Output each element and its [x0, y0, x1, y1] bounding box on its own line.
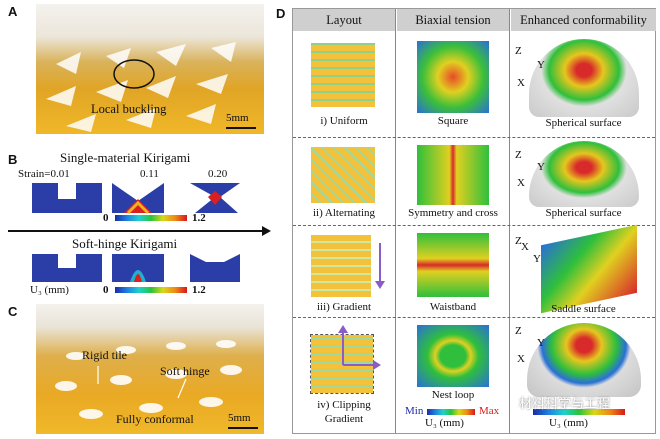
tension-waistband-image	[417, 233, 489, 297]
surface-label-1: Spherical surface	[545, 117, 622, 129]
axis-z-4: Z	[515, 325, 522, 337]
axis-y-1: Y	[537, 59, 545, 71]
unit-d2: U₃ (mm)	[549, 417, 588, 429]
strain-label-3: 0.20	[208, 168, 228, 180]
cbar-min-2: 0	[103, 284, 109, 296]
gradient-arrow	[375, 243, 385, 289]
panel-c-photo: Rigid tile Soft hinge Fully conformal 5m…	[36, 304, 264, 434]
row-divider-3	[293, 317, 655, 318]
soft-hinge-sim	[32, 254, 240, 282]
spherical-surface-image-2	[529, 141, 639, 207]
axis-x-3: X	[521, 241, 529, 253]
tension-label-4: Nest loop	[431, 389, 475, 401]
tension-square-image	[417, 41, 489, 113]
layout-label-4: iv) Clipping	[317, 399, 371, 411]
tension-cross-image	[417, 145, 489, 205]
axis-x-2: X	[517, 177, 525, 189]
surface-label-2: Spherical surface	[545, 207, 622, 219]
row-divider-2	[293, 225, 655, 226]
soft-hinge-label: Soft hinge	[160, 364, 210, 378]
local-buckling-label: Local buckling	[91, 102, 167, 116]
scale-bar-label-a: 5mm	[226, 112, 249, 124]
panel-label-a: A	[8, 4, 18, 19]
surface-label-3: Saddle surface	[551, 303, 616, 315]
tension-nest-loop-image	[417, 325, 489, 387]
header-enhanced: Enhanced conformability	[511, 9, 656, 31]
panel-d-table: Layout Biaxial tension Enhanced conforma…	[292, 8, 656, 434]
arrow-right	[8, 226, 271, 236]
panel-a-photo: Local buckling 5mm	[36, 4, 264, 134]
col-divider-1	[395, 9, 396, 433]
panel-label-d: D	[276, 6, 286, 21]
kirigami-conformal-image	[55, 340, 242, 419]
clipping-arrows	[338, 325, 381, 370]
tension-label-2: Symmetry and cross	[408, 207, 498, 219]
colorbar-1	[115, 215, 187, 221]
strain-label-1: Strain=0.01	[18, 168, 70, 180]
unit-b: U₃ (mm)	[30, 284, 69, 296]
axis-z-1: Z	[515, 45, 522, 57]
row-divider-1	[293, 137, 655, 138]
axis-z-3: Z	[515, 235, 522, 247]
axis-y-2: Y	[537, 161, 545, 173]
single-material-sim	[32, 183, 240, 215]
watermark: 材料科学与工程	[519, 397, 611, 412]
unit-d1: U₃ (mm)	[425, 417, 464, 429]
header-biaxial: Biaxial tension	[397, 9, 509, 31]
colorbar-d2	[533, 409, 625, 415]
scale-bar-a	[226, 127, 256, 129]
panel-label-c: C	[8, 304, 18, 319]
colorbar-2	[115, 287, 187, 293]
saddle-surface-image	[541, 224, 637, 314]
layout-uniform-image	[311, 43, 375, 107]
header-layout: Layout	[293, 9, 395, 31]
scale-bar-label-c: 5mm	[228, 412, 251, 424]
layout-label-2: ii) Alternating	[312, 207, 375, 219]
layout-label-4b: Gradient	[324, 413, 364, 425]
cbar-min-d1: Min	[405, 405, 424, 417]
layout-label-1: i) Uniform	[320, 115, 368, 127]
axis-x-4: X	[517, 353, 525, 365]
rigid-tile-label: Rigid tile	[82, 348, 127, 362]
cbar-max-1: 1.2	[192, 212, 206, 224]
strain-label-2: 0.11	[140, 168, 159, 180]
layout-label-3: iii) Gradient	[316, 301, 372, 313]
axis-y-3: Y	[533, 253, 541, 265]
cbar-max-d1: Max	[479, 405, 500, 417]
colorbar-d1	[427, 409, 475, 415]
cbar-min-1: 0	[103, 212, 109, 224]
fully-conformal-label: Fully conformal	[116, 412, 194, 426]
axis-x-1: X	[517, 77, 525, 89]
spherical-surface-image-3	[527, 323, 641, 397]
axis-z-2: Z	[515, 149, 522, 161]
layout-gradient-image	[311, 235, 371, 297]
tension-label-3: Waistband	[429, 301, 477, 313]
scale-bar-c	[228, 427, 258, 429]
soft-hinge-title: Soft-hinge Kirigami	[72, 236, 178, 251]
layout-alternating-image	[311, 147, 375, 203]
spherical-surface-image-1	[529, 39, 639, 117]
single-material-title: Single-material Kirigami	[60, 150, 191, 165]
tension-label-1: Square	[437, 115, 469, 127]
panel-label-b: B	[8, 152, 18, 167]
kirigami-buckling-image	[46, 42, 236, 132]
col-divider-2	[509, 9, 510, 433]
axis-y-4: Y	[537, 337, 545, 349]
cbar-max-2: 1.2	[192, 284, 206, 296]
